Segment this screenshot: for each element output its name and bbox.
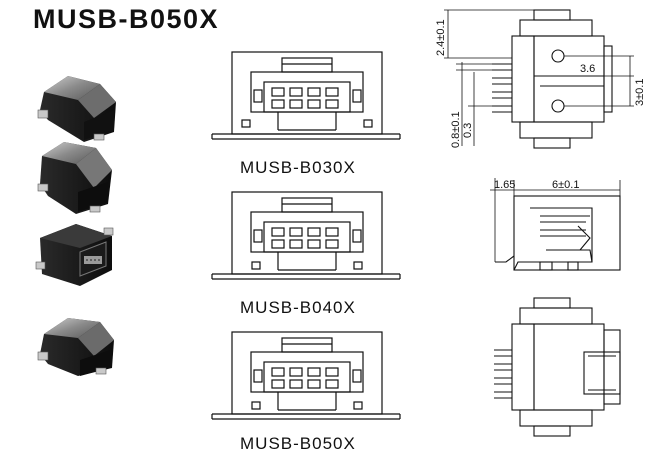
dim-label-d1: 2.4±0.1: [435, 19, 447, 56]
bottom-view-drawing: [494, 297, 621, 437]
front-view-1: [211, 51, 401, 140]
view-caption-1: MUSB-B030X: [240, 158, 356, 177]
product-photo-2: [37, 142, 112, 214]
side-view-drawing: [495, 195, 621, 271]
product-photo-1: [37, 76, 116, 142]
dim-label-d4: 0.8±0.1: [450, 111, 462, 148]
top-view-dimensions: [444, 9, 634, 146]
dim-label-d2: 3.6: [580, 63, 595, 75]
front-view-3: [211, 331, 401, 420]
dim-label-d5: 0.3: [462, 123, 474, 138]
side-view-dimensions: [490, 178, 621, 262]
dim-label-d6: 1.65: [494, 179, 515, 191]
view-caption-3: MUSB-B050X: [240, 434, 356, 453]
front-view-2: [211, 191, 401, 280]
view-caption-2: MUSB-B040X: [240, 298, 356, 317]
page-title: MUSB-B050X: [33, 4, 220, 34]
dim-label-d3: 3±0.1: [634, 79, 646, 106]
top-view-drawing: [492, 9, 613, 149]
dim-label-d7: 6±0.1: [552, 179, 579, 191]
product-photo-3: [35, 224, 114, 286]
product-photo-4: [37, 318, 114, 376]
